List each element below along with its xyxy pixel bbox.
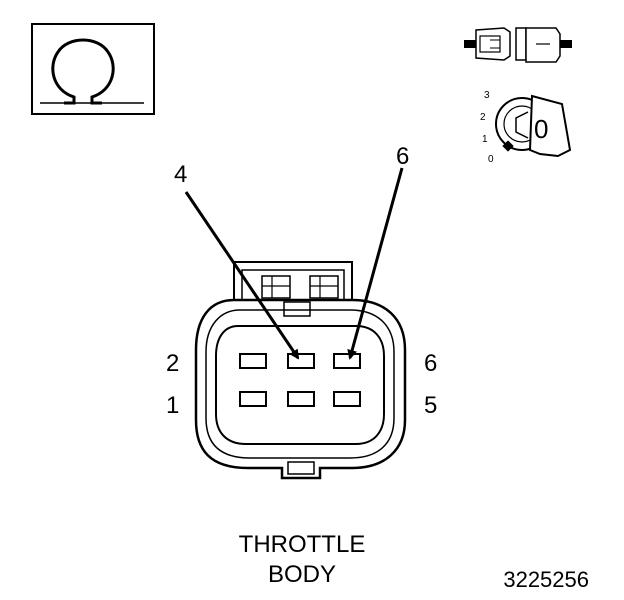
callout-label-6: 6: [396, 143, 409, 170]
part-number: 3225256: [503, 567, 589, 592]
ignition-position-1: 1: [482, 134, 488, 145]
terminal-cavity-3: [287, 391, 315, 407]
callout-arrow-6: [347, 167, 404, 360]
terminal-cavity-6: [333, 353, 361, 369]
pin-label-6: 6: [424, 350, 437, 377]
caption-line-2: BODY: [268, 561, 336, 588]
ignition-key-position-0-icon: 3 2 1 0 0: [480, 90, 572, 165]
key-position-label: 0: [534, 114, 548, 144]
terminal-cavity-4: [287, 353, 315, 369]
terminal-cavity-5: [333, 391, 361, 407]
ignition-position-3: 3: [484, 90, 490, 101]
throttle-body-connector: [194, 261, 407, 480]
callout-label-4: 4: [174, 161, 187, 188]
callout-arrow-4: [184, 191, 300, 360]
terminal-cavity-1: [239, 391, 267, 407]
ohm-symbol-icon: [31, 23, 155, 115]
pin-label-5: 5: [424, 392, 437, 419]
ignition-position-0: 0: [488, 154, 494, 165]
ignition-position-2: 2: [480, 112, 486, 123]
terminal-cavity-2: [239, 353, 267, 369]
disconnected-connector-icon: [464, 27, 572, 63]
caption-line-1: THROTTLE: [239, 531, 366, 558]
pin-label-1: 1: [166, 392, 179, 419]
pin-label-2: 2: [166, 350, 179, 377]
